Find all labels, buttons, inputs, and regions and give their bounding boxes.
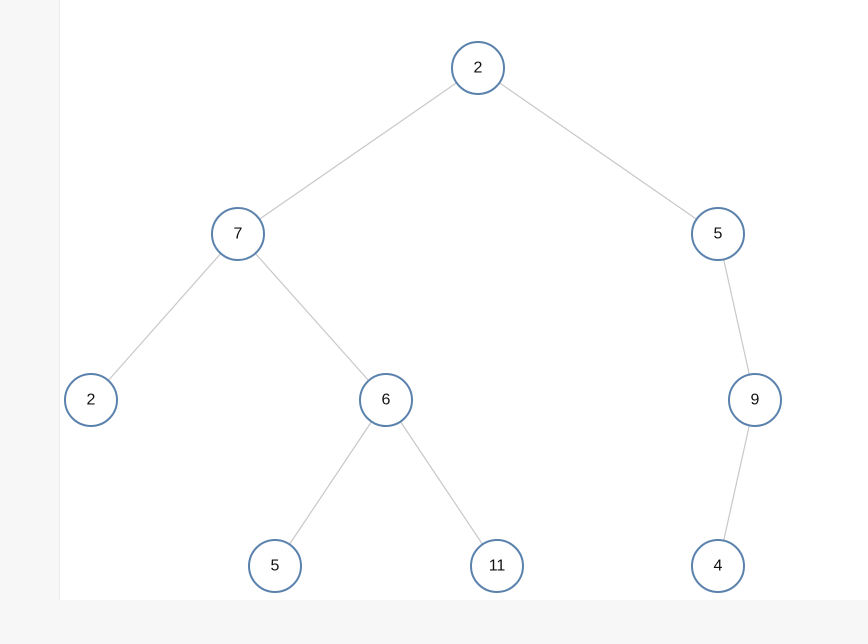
tree-node-circle[interactable] bbox=[691, 539, 745, 593]
tree-node[interactable]: 4 bbox=[691, 539, 745, 593]
tree-node-label: 2 bbox=[87, 392, 96, 409]
tree-node-circle[interactable] bbox=[64, 373, 118, 427]
tree-node-label: 6 bbox=[382, 392, 391, 409]
tree-node-label: 9 bbox=[751, 392, 760, 409]
tree-node-label: 5 bbox=[714, 226, 723, 243]
tree-node-circle[interactable] bbox=[359, 373, 413, 427]
tree-edge-n4-n7 bbox=[399, 421, 484, 545]
tree-node-label: 5 bbox=[271, 558, 280, 575]
tree-edge-n2-n5 bbox=[723, 259, 750, 375]
tree-node[interactable]: 9 bbox=[728, 373, 782, 427]
nodes-layer: 2 7 5 2 6 9 5 11 4 bbox=[64, 41, 782, 593]
tree-node-circle[interactable] bbox=[211, 207, 265, 261]
tree-node[interactable]: 5 bbox=[248, 539, 302, 593]
tree-edge-n1-n4 bbox=[254, 253, 370, 381]
tree-node-label: 4 bbox=[714, 558, 723, 575]
tree-edge-n0-n1 bbox=[259, 82, 457, 220]
tree-edge-n0-n2 bbox=[499, 82, 697, 220]
tree-node-label: 2 bbox=[474, 60, 483, 77]
tree-edge-n1-n3 bbox=[107, 253, 222, 381]
tree-node-circle[interactable] bbox=[451, 41, 505, 95]
tree-node[interactable]: 7 bbox=[211, 207, 265, 261]
tree-node-circle[interactable] bbox=[470, 539, 524, 593]
tree-node[interactable]: 2 bbox=[64, 373, 118, 427]
tree-node[interactable]: 5 bbox=[691, 207, 745, 261]
edges-layer bbox=[107, 82, 750, 545]
tree-node[interactable]: 2 bbox=[451, 41, 505, 95]
tree-node[interactable]: 11 bbox=[470, 539, 524, 593]
tree-node-label: 7 bbox=[234, 226, 243, 243]
tree-node-label: 11 bbox=[489, 558, 506, 575]
tree-node-circle[interactable] bbox=[248, 539, 302, 593]
tree-node[interactable]: 6 bbox=[359, 373, 413, 427]
tree-node-circle[interactable] bbox=[691, 207, 745, 261]
tree-edge-n5-n8 bbox=[723, 425, 750, 541]
tree-node-circle[interactable] bbox=[728, 373, 782, 427]
tree-edge-n4-n6 bbox=[288, 421, 373, 545]
